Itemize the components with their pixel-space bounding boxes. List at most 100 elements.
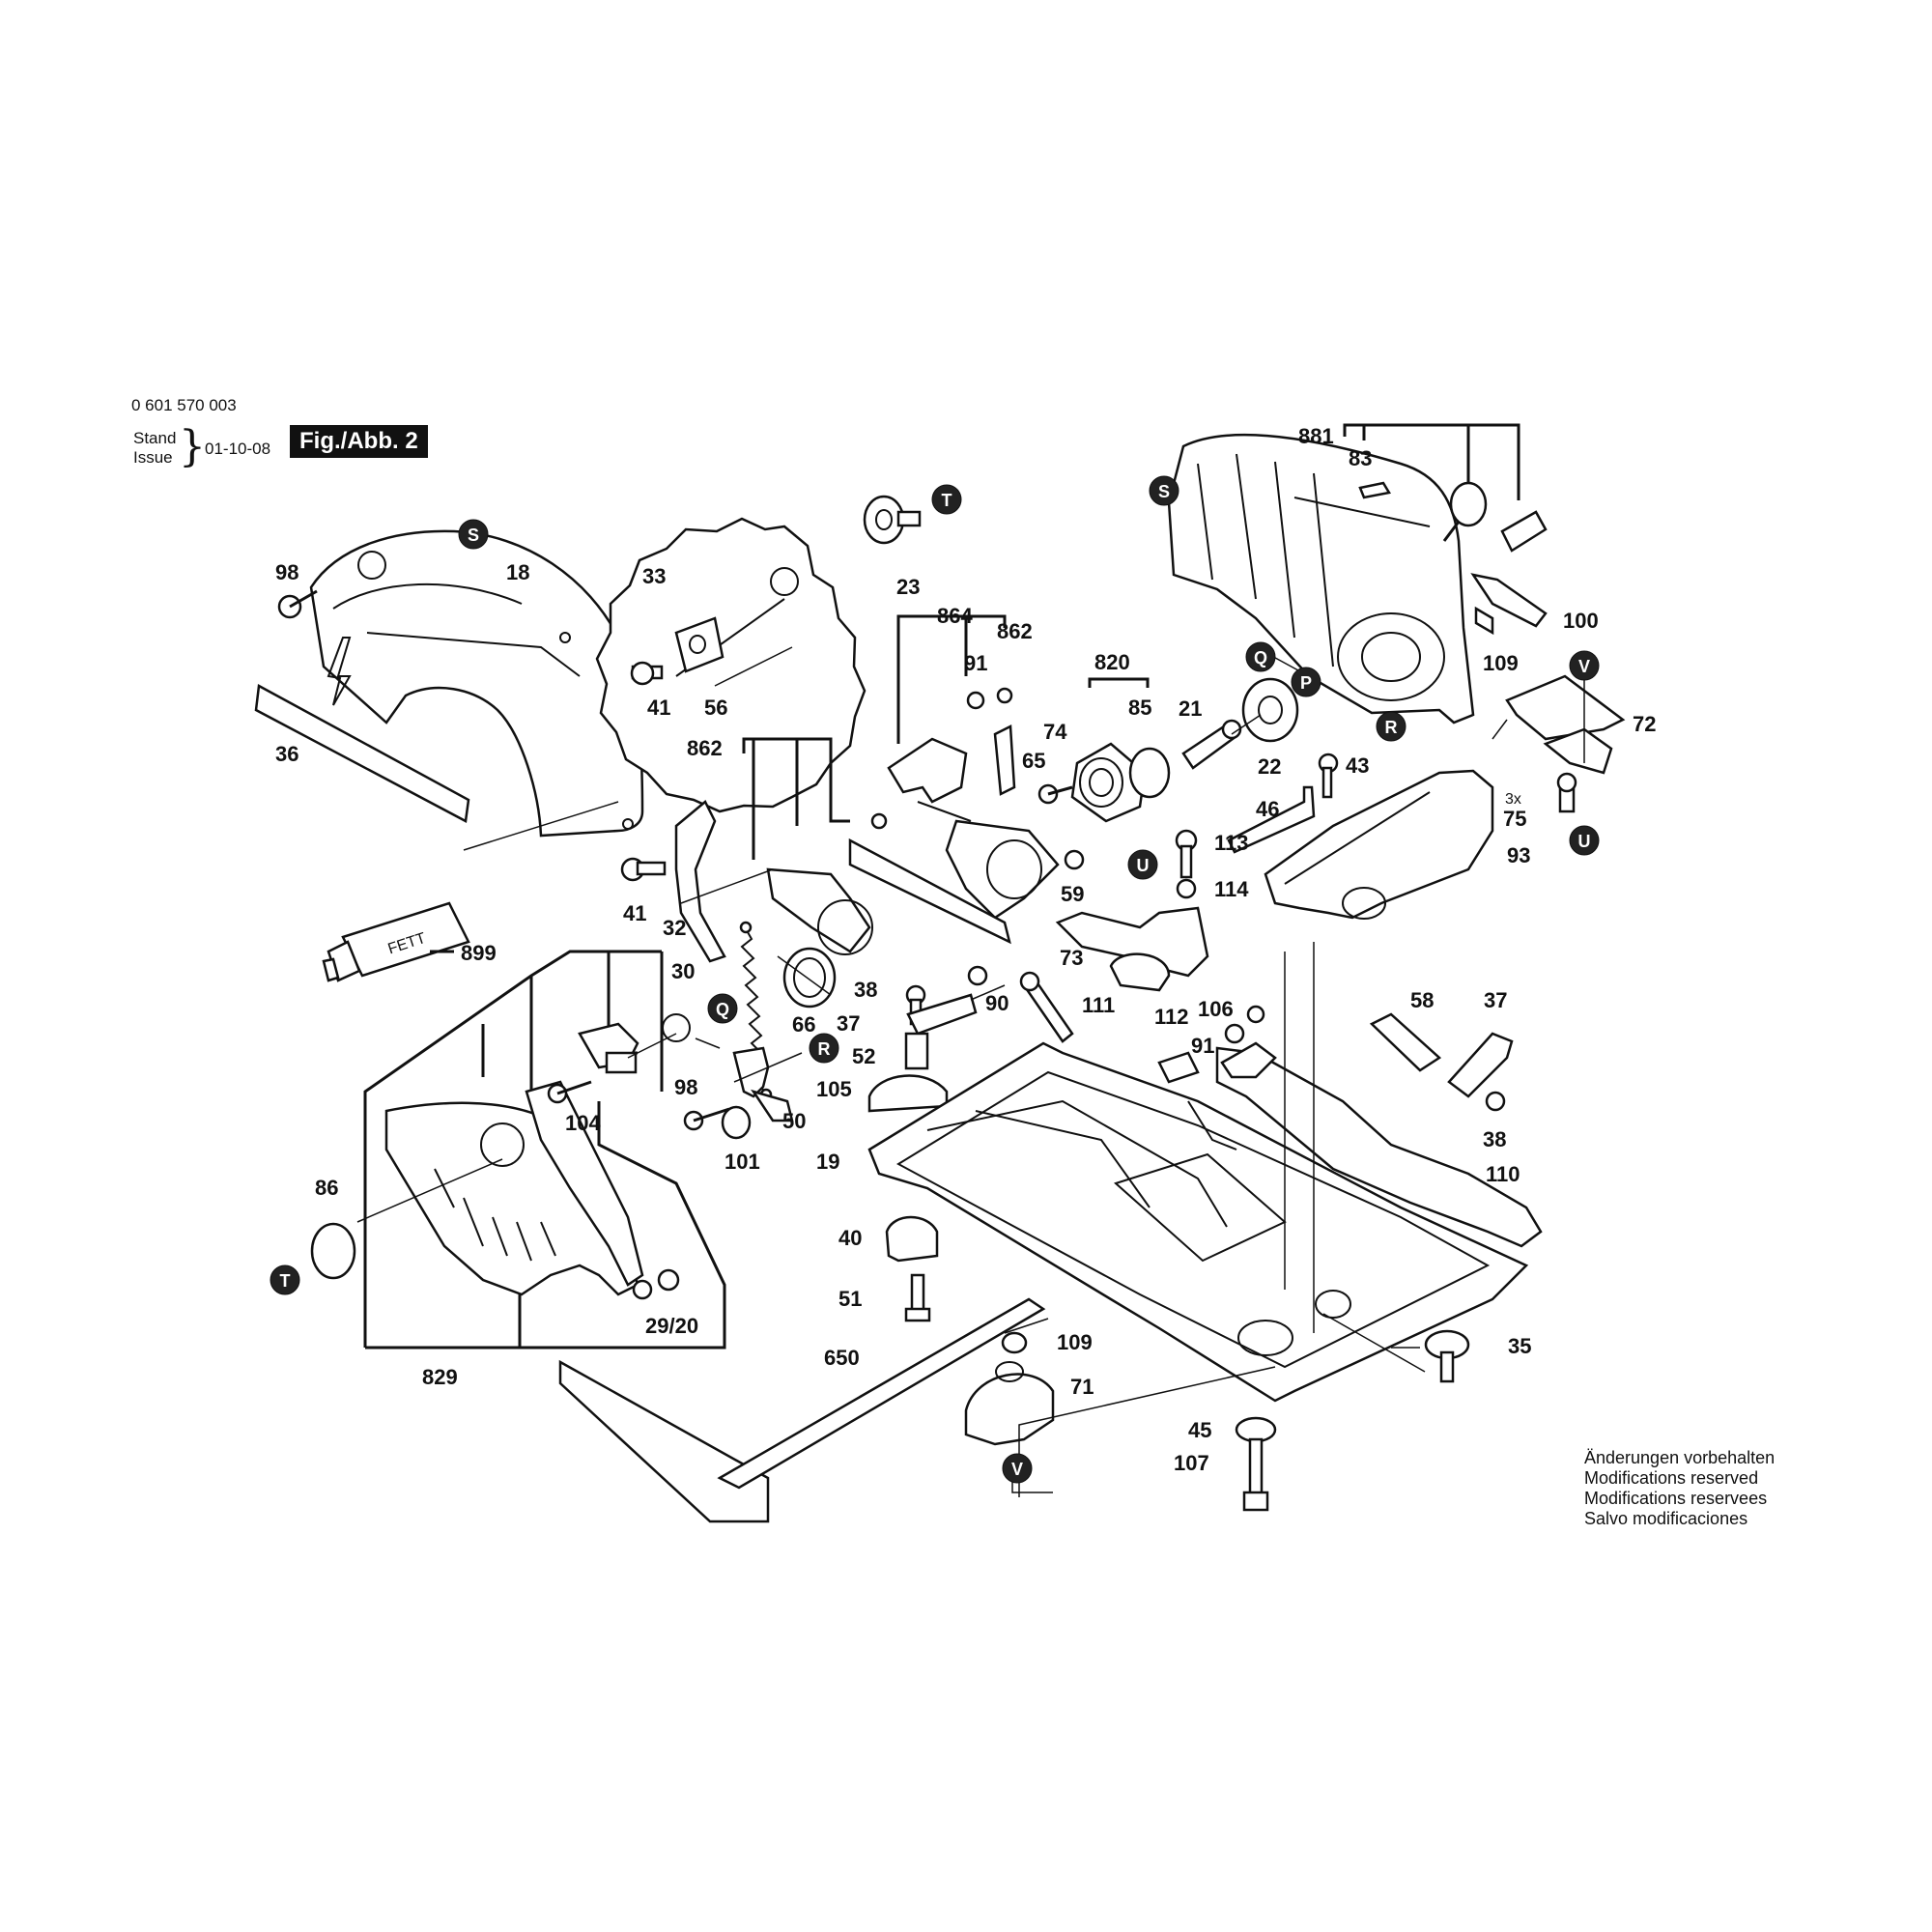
issue-label: Issue (133, 448, 173, 467)
label-19: 19 (816, 1150, 839, 1174)
marker-u-right: U (1569, 825, 1600, 856)
label-36: 36 (275, 742, 298, 766)
label-29-20: 29/20 (645, 1314, 698, 1338)
screw-41-lower (620, 857, 667, 882)
note-line: Modifications reservees (1584, 1489, 1768, 1508)
label-899: 899 (461, 941, 497, 965)
label-37: 37 (837, 1011, 860, 1036)
label-864: 864 (937, 604, 973, 628)
guide-rail (1215, 1046, 1543, 1248)
label-109: 109 (1057, 1330, 1093, 1354)
screw-43 (1318, 753, 1339, 799)
label-91: 91 (964, 651, 987, 675)
bolt-111 (1019, 971, 1074, 1043)
brace-symbol: } (179, 422, 206, 471)
marker-v-top: V (1569, 650, 1600, 681)
label-86: 86 (315, 1176, 338, 1200)
svg-text:S: S (1158, 482, 1170, 501)
label-52: 52 (852, 1044, 875, 1068)
label-22: 22 (1258, 754, 1281, 779)
label-98: 98 (674, 1075, 697, 1099)
svg-text:T: T (280, 1271, 291, 1291)
label-35: 35 (1508, 1334, 1531, 1358)
label-41: 41 (623, 901, 646, 925)
label-101: 101 (724, 1150, 760, 1174)
link-plate (766, 812, 1011, 955)
label-881: 881 (1298, 424, 1334, 448)
label-38: 38 (854, 978, 877, 1002)
svg-text:R: R (1385, 718, 1398, 737)
label-75: 75 (1503, 807, 1526, 831)
screw-20 (632, 1279, 653, 1300)
flange-820 (1070, 742, 1147, 823)
inner-flange (674, 616, 724, 673)
label-74: 74 (1043, 720, 1067, 744)
label-862: 862 (687, 736, 723, 760)
svg-text:R: R (818, 1039, 831, 1059)
bracket-assembly (887, 737, 1060, 920)
label-56: 56 (704, 696, 727, 720)
upper-housing (1167, 433, 1548, 724)
screw-90 (967, 965, 988, 986)
label-111: 111 (1082, 993, 1115, 1017)
label-71: 71 (1070, 1375, 1094, 1399)
svg-text:Q: Q (716, 1000, 729, 1019)
clamp-lever-37-right (1447, 1032, 1514, 1098)
label-107: 107 (1174, 1451, 1209, 1475)
note-line: Modifications reserved (1584, 1468, 1759, 1488)
label-50: 50 (782, 1109, 806, 1133)
label-862: 862 (997, 619, 1033, 643)
label-105: 105 (816, 1077, 852, 1101)
modification-notes: Änderungen vorbehalten Modifications res… (1584, 1448, 1775, 1529)
label-650: 650 (824, 1346, 860, 1370)
rip-fence (558, 1297, 1046, 1523)
knob-35 (1424, 1329, 1470, 1383)
screw-59 (1064, 849, 1085, 870)
bracket-829 (363, 950, 611, 1348)
label-66: 66 (792, 1012, 815, 1037)
screw-75 (1556, 772, 1577, 813)
marker-t-top: T (931, 484, 962, 515)
marker-s-right: S (1149, 475, 1179, 506)
nut-114 (1176, 878, 1197, 899)
marker-r-lower: R (809, 1033, 839, 1064)
svg-text:U: U (1578, 832, 1591, 851)
marker-t-lower: T (270, 1264, 300, 1295)
label-829: 829 (422, 1365, 458, 1389)
seal-ring (782, 947, 837, 1009)
marker-u-mid: U (1127, 849, 1158, 880)
guard-link (578, 1013, 691, 1074)
dust-chute (1264, 769, 1494, 920)
roller-101 (721, 1105, 752, 1140)
gear (1241, 677, 1299, 743)
screw-862-top (996, 687, 1013, 704)
label-72: 72 (1633, 712, 1656, 736)
label-90: 90 (985, 991, 1009, 1015)
pin-58 (1369, 1012, 1442, 1072)
label-113: 113 (1214, 831, 1249, 855)
note-line: Änderungen vorbehalten (1584, 1448, 1776, 1467)
retaining-ring (310, 1222, 356, 1280)
label-820: 820 (1094, 650, 1130, 674)
label-110: 110 (1486, 1162, 1520, 1186)
label-41: 41 (647, 696, 670, 720)
screw-51 (904, 1273, 931, 1322)
screw-74 (1037, 783, 1073, 805)
label-51: 51 (838, 1287, 862, 1311)
screw-38-right (1485, 1091, 1506, 1112)
foot-40 (885, 1215, 939, 1263)
label-37: 37 (1484, 988, 1507, 1012)
bracket-881 (1343, 423, 1520, 500)
stand-label: Stand (133, 429, 177, 447)
label-46: 46 (1256, 797, 1279, 821)
clip-106 (1246, 1005, 1265, 1024)
part-number: 0 601 570 003 (131, 396, 237, 414)
marker-r-top: R (1376, 711, 1406, 742)
guard-strip (254, 684, 470, 823)
screw-98-top (277, 589, 318, 619)
label-30: 30 (671, 959, 695, 983)
label-38: 38 (1483, 1127, 1506, 1151)
screw-104 (547, 1080, 592, 1104)
clamp-71 (964, 1361, 1055, 1446)
